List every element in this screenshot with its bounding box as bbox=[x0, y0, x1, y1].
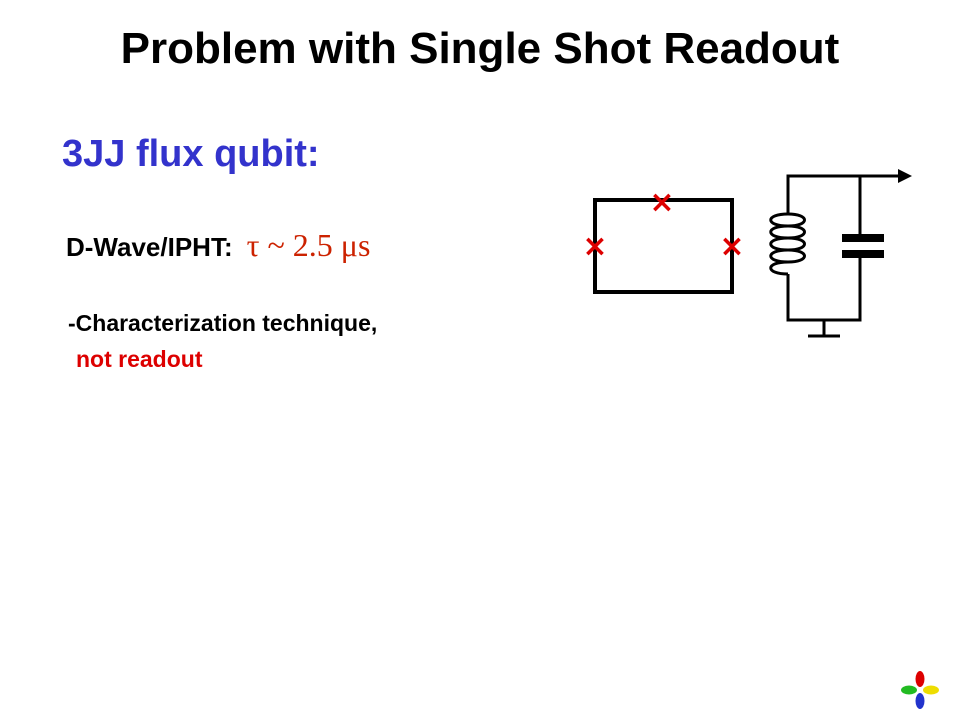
logo-petal-top bbox=[915, 671, 925, 687]
junction-left: × bbox=[582, 229, 607, 264]
logo-petal-bottom bbox=[915, 693, 925, 709]
not-readout-note: not readout bbox=[76, 346, 203, 372]
slide-title: Problem with Single Shot Readout bbox=[120, 24, 840, 73]
junction-right: × bbox=[719, 229, 744, 264]
capacitor-plate-top bbox=[842, 234, 884, 242]
dwave-label: D-Wave/IPHT: bbox=[66, 232, 233, 262]
flower-logo bbox=[901, 671, 939, 709]
inductor-coil bbox=[769, 212, 806, 276]
junction-top: × bbox=[649, 185, 674, 220]
qubit-loop bbox=[593, 198, 734, 294]
output-arrow bbox=[898, 169, 912, 183]
circuit-diagram: × × × bbox=[582, 169, 912, 338]
ground-symbol bbox=[808, 320, 840, 338]
decay-time-formula: τ ~ 2.5 μs bbox=[246, 227, 371, 263]
readout-wires bbox=[786, 174, 906, 322]
capacitor-plate-bottom bbox=[842, 250, 884, 258]
logo-petal-left bbox=[901, 685, 917, 695]
logo-petal-right bbox=[923, 685, 939, 695]
qubit-subtitle: 3JJ flux qubit: bbox=[62, 133, 320, 175]
characterization-text: -Characterization technique, bbox=[68, 310, 378, 336]
dwave-line: D-Wave/IPHT: τ ~ 2.5 μs bbox=[66, 227, 370, 264]
